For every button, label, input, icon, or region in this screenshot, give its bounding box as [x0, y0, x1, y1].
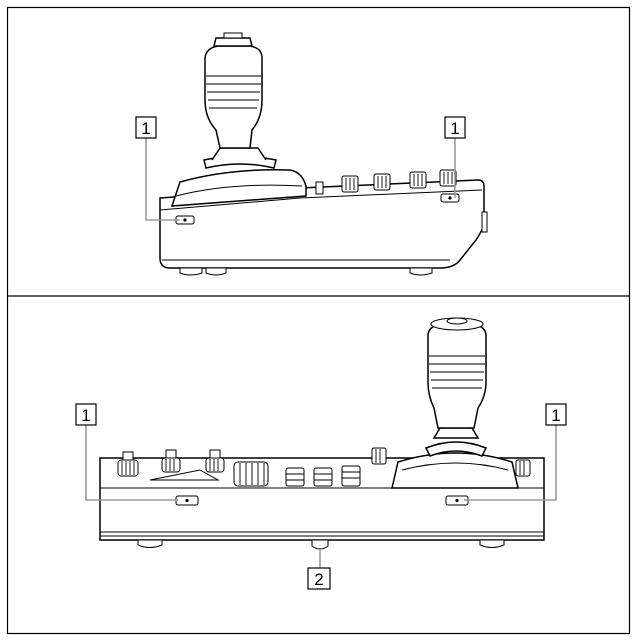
- side-view-knobs: [315, 169, 457, 195]
- svg-text:2: 2: [314, 570, 323, 589]
- front-right-leader: [464, 425, 557, 501]
- callout-front-left: 1: [75, 403, 97, 426]
- side-left-leader: [145, 138, 180, 221]
- svg-text:1: 1: [141, 119, 150, 138]
- callout-side-right: 1: [444, 116, 466, 139]
- callout-front-bottom: 2: [307, 567, 331, 590]
- side-view-controller: [159, 32, 488, 276]
- callout-front-right: 1: [545, 403, 567, 426]
- svg-text:1: 1: [450, 119, 459, 138]
- front-view-knobs: [117, 447, 531, 487]
- svg-text:1: 1: [81, 406, 90, 425]
- callout-side-left: 1: [135, 116, 157, 139]
- front-view-controller: [99, 317, 545, 550]
- figure-border: [6, 6, 631, 635]
- svg-text:1: 1: [551, 406, 560, 425]
- front-left-leader: [85, 425, 178, 501]
